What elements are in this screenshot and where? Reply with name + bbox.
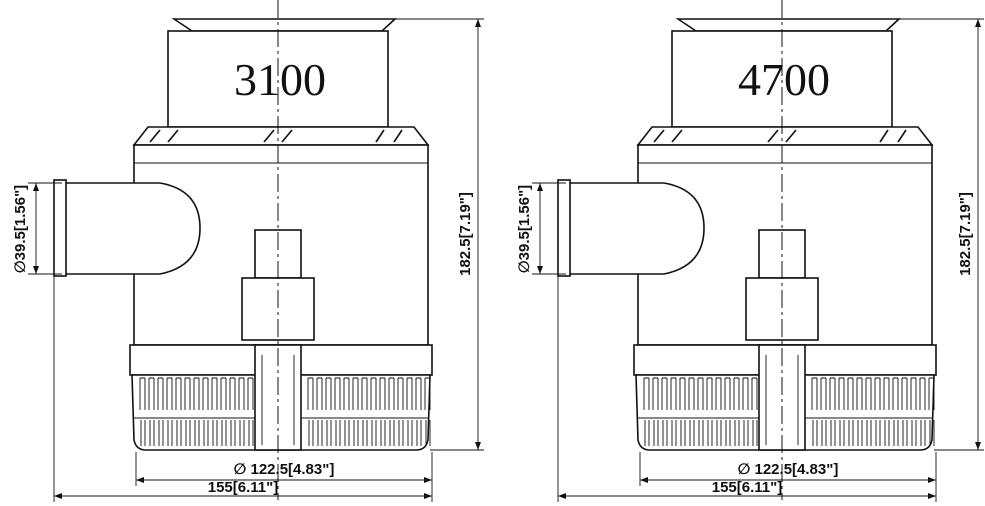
outlet-diameter-label: ∅39.5[1.56"] <box>516 185 533 273</box>
overall-width-label: 155[6.11"] <box>712 479 783 496</box>
dimensions-4700 <box>532 18 984 502</box>
model-label: 3100 <box>234 54 326 105</box>
height-label: 182.5[7.19"] <box>457 192 474 276</box>
pump-diagram-3100 <box>53 0 433 500</box>
pump-diagram-4700 <box>557 0 937 500</box>
strainer-slots <box>643 377 935 446</box>
overall-width-label: 155[6.11"] <box>208 479 279 496</box>
outlet-diameter-label: ∅39.5[1.56"] <box>12 185 29 273</box>
model-label: 4700 <box>738 54 830 105</box>
dimensions-3100 <box>28 18 484 502</box>
base-diameter-label: ∅122.5[4.83"] <box>234 461 335 478</box>
height-label: 182.5[7.19"] <box>957 192 974 276</box>
strainer-slots <box>139 377 431 446</box>
base-diameter-label: ∅122.5[4.83"] <box>738 461 839 478</box>
